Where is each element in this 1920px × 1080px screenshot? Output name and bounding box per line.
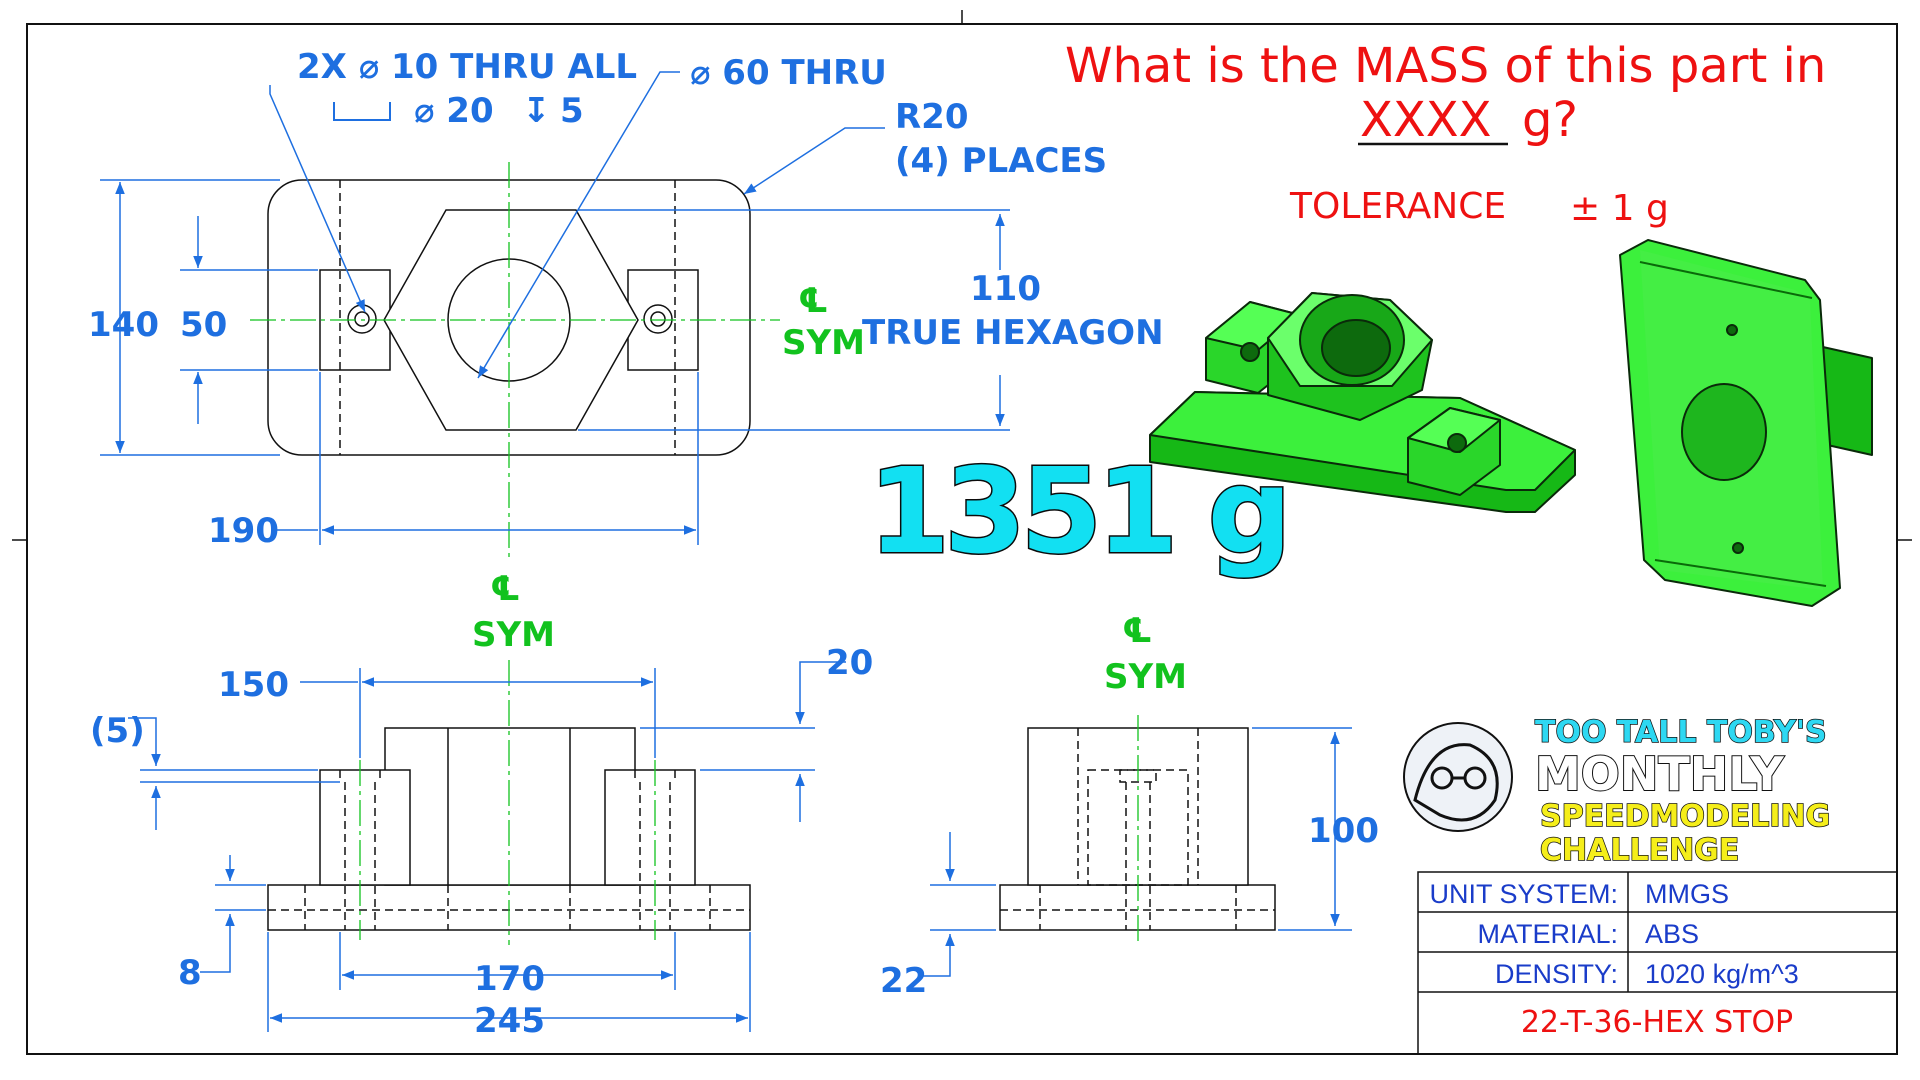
rear-model [1619, 239, 1873, 607]
logo-line3: SPEEDMODELING [1540, 799, 1830, 834]
title-block-label-material: MATERIAL: [1477, 919, 1618, 949]
tolerance-value: ± 1 g [1570, 188, 1669, 229]
counterbore-symbol [333, 102, 391, 121]
counterbore-depth: 5 [560, 91, 584, 131]
title-block [1417, 871, 1898, 1055]
dim-hole-spacing-top: 150 [218, 665, 289, 705]
part-number: 22-T-36-HEX STOP [1521, 1005, 1793, 1040]
front-view [267, 727, 751, 931]
logo-mascot-icon [1403, 722, 1513, 832]
dim-hex-step: 20 [826, 643, 873, 683]
title-block-value-unit: MMGS [1645, 879, 1729, 909]
logo-line2: MONTHLY [1535, 747, 1784, 801]
title-block-label-density: DENSITY: [1495, 959, 1618, 989]
centerline-sym-side: SYM [1104, 657, 1187, 697]
counterbore-diameter: ⌀ 20 [414, 91, 494, 131]
dim-hole-spacing: 170 [474, 959, 545, 999]
depth-symbol: ↧ [522, 91, 551, 131]
dim-side-base: 22 [880, 961, 927, 1001]
title-block-value-density: 1020 kg/m^3 [1645, 959, 1799, 989]
logo-line4: CHALLENGE [1540, 833, 1739, 868]
fillet-places: (4) PLACES [895, 141, 1107, 181]
logo-line1: TOO TALL TOBY'S [1535, 715, 1827, 750]
centerline-sym-right: SYM [782, 323, 865, 363]
front-view-centerlines [359, 660, 656, 945]
top-view-centerlines [250, 162, 780, 560]
dim-boss-width: 50 [180, 305, 227, 345]
side-view-dimensions [918, 727, 1352, 977]
question-blank: XXXX [1360, 92, 1492, 148]
dim-side-height: 100 [1308, 811, 1379, 851]
question-line1: What is the MASS of this part in [1065, 38, 1826, 94]
hole-callout-line1: 2X ⌀ 10 THRU ALL [297, 47, 637, 87]
tolerance-label: TOLERANCE [1289, 186, 1506, 227]
question-unit: g? [1522, 92, 1578, 148]
centerline-symbol-top: ℄ [490, 569, 520, 609]
dim-hex-flats: 110 [970, 269, 1041, 309]
sheet-zone-ticks [12, 10, 1912, 541]
dim-boss-span: 190 [208, 511, 279, 551]
front-left-boss [319, 769, 411, 886]
title-block-value-material: ABS [1645, 919, 1699, 949]
bore-callout: ⌀ 60 THRU [690, 53, 887, 93]
top-view-dimensions [100, 71, 1010, 545]
dim-overall-length: 245 [474, 1001, 545, 1041]
dim-overall-height: 140 [88, 305, 159, 345]
centerline-symbol-side: ℄ [1122, 611, 1152, 651]
front-view-dimensions [128, 661, 846, 1032]
fillet-radius: R20 [895, 97, 969, 137]
centerline-sym-top: SYM [472, 615, 555, 655]
front-right-boss [604, 769, 696, 886]
isometric-model [1149, 292, 1576, 513]
title-block-label-unit: UNIT SYSTEM: [1429, 879, 1618, 909]
dim-plate-thickness: 8 [178, 953, 202, 993]
hexagon-label: TRUE HEXAGON [862, 313, 1164, 353]
centerline-symbol-right: ℄ [798, 281, 828, 321]
dim-counterbore-ref: (5) [90, 711, 145, 751]
front-hex-body [384, 727, 636, 886]
